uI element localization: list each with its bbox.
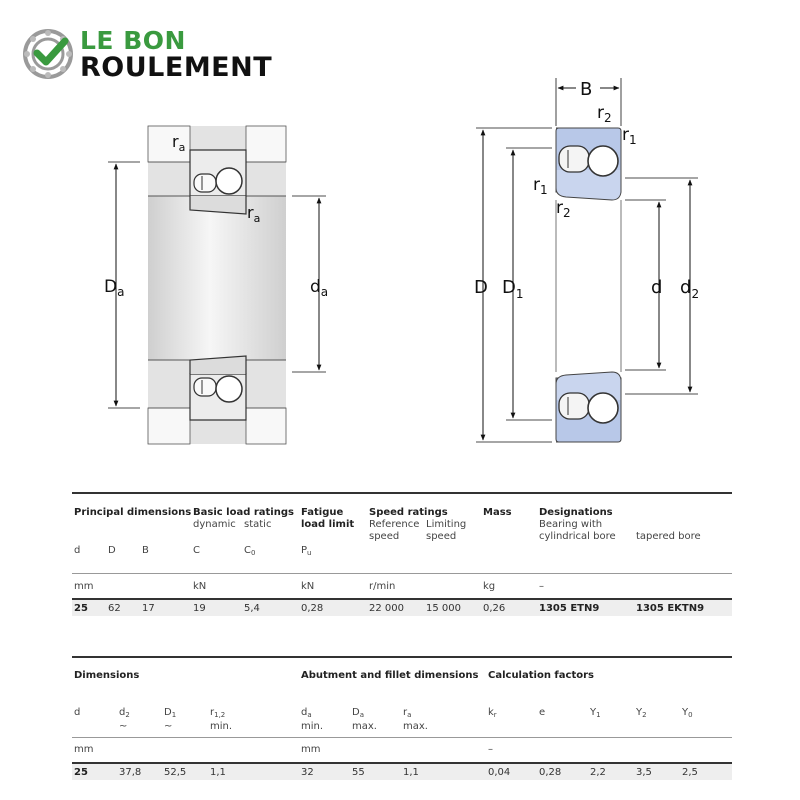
hdr-reference-speed: speed [369, 531, 400, 542]
label-r1-mid: r1 [533, 175, 548, 197]
label-ra-top: ra [172, 132, 185, 154]
val2-D1: 52,5 [164, 767, 187, 778]
hdr-calc-factors: Calculation factors [488, 670, 594, 681]
unit-rmin: r/min [369, 581, 396, 592]
sym2-Y0: Y0 [682, 707, 693, 719]
val-designation-cylindrical: 1305 ETN9 [539, 603, 600, 614]
sym2-d2: d2~ [119, 707, 130, 732]
hdr-mass: Mass [483, 507, 512, 518]
val2-Da: 55 [352, 767, 365, 778]
hdr-limiting: Limiting [426, 519, 467, 530]
hdr-reference: Reference [369, 519, 420, 530]
hdr-cylindrical-bore: cylindrical bore [539, 531, 616, 542]
val-reference-speed: 22 000 [369, 603, 404, 614]
unit-kg: kg [483, 581, 496, 592]
label-D1: D1 [502, 277, 524, 301]
val-B: 17 [142, 603, 155, 614]
val2-Y1: 2,2 [590, 767, 606, 778]
val-designation-tapered: 1305 EKTN9 [636, 603, 705, 614]
bearing-drawing: ra ra Da da [104, 78, 699, 445]
val2-kr: 0,04 [488, 767, 511, 778]
unit-kN-load: kN [193, 581, 207, 592]
hdr-abutment: Abutment and fillet dimensions [301, 670, 479, 681]
val-limiting-speed: 15 000 [426, 603, 461, 614]
sym2-Y2: Y2 [636, 707, 647, 719]
val-Pu: 0,28 [301, 603, 324, 614]
val2-d: 25 [74, 767, 88, 778]
hdr-load-limit: load limit [301, 519, 355, 530]
val-mass: 0,26 [483, 603, 506, 614]
val2-da: 32 [301, 767, 314, 778]
val-C0: 5,4 [244, 603, 260, 614]
unit2-dash: – [488, 744, 493, 755]
sym-B: B [142, 545, 149, 556]
label-d2: d2 [680, 277, 699, 301]
dimensions-table: Dimensions Abutment and fillet dimension… [72, 656, 732, 786]
label-r2-mid: r2 [556, 198, 571, 220]
val2-r12: 1,1 [210, 767, 226, 778]
hdr-fatigue: Fatigue [301, 507, 344, 518]
unit-kN-fatigue: kN [301, 581, 315, 592]
label-d: d [651, 277, 662, 298]
unit2-mm-abut: mm [301, 744, 321, 755]
hdr-designations: Designations [539, 507, 613, 518]
val2-Y0: 2,5 [682, 767, 698, 778]
bearing-check-icon [23, 29, 73, 79]
label-D: D [474, 277, 488, 298]
brand-logo: LE BON ROULEMENT [22, 26, 302, 86]
unit-mm: mm [74, 581, 94, 592]
hdr-principal-dimensions: Principal dimensions [74, 507, 192, 518]
sym2-e: e [539, 707, 546, 718]
hdr-static: static [244, 519, 272, 530]
val-D: 62 [108, 603, 121, 614]
label-r2-top: r2 [597, 103, 612, 125]
hdr-basic-load-ratings: Basic load ratings [193, 507, 294, 518]
sym-d: d [74, 545, 81, 556]
val2-e: 0,28 [539, 767, 562, 778]
val-d: 25 [74, 603, 88, 614]
label-B: B [580, 79, 592, 100]
label-Da: Da [104, 277, 124, 299]
sym2-kr: kr [488, 707, 497, 719]
bearing-section-view [476, 78, 698, 443]
label-da: da [310, 277, 328, 299]
sym-D: D [108, 545, 116, 556]
unit2-mm-dim: mm [74, 744, 94, 755]
hdr-dynamic: dynamic [193, 519, 236, 530]
val2-ra: 1,1 [403, 767, 419, 778]
product-data-table: Principal dimensions Basic load ratings … [72, 492, 732, 622]
sym-C0: C0 [244, 545, 256, 557]
unit-dash: – [539, 581, 544, 592]
sym2-d: d [74, 707, 81, 718]
sym2-D1: D1~ [164, 707, 177, 732]
sym-C: C [193, 545, 200, 556]
val-C: 19 [193, 603, 206, 614]
bearing-drawing-svg: ra ra Da da [104, 78, 699, 445]
sym2-Y1: Y1 [590, 707, 601, 719]
sym-Pu: Pu [301, 545, 312, 557]
mounting-view [108, 125, 326, 445]
hdr-speed-ratings: Speed ratings [369, 507, 448, 518]
label-ra-mid: ra [247, 203, 260, 225]
val2-Y2: 3,5 [636, 767, 652, 778]
val2-d2: 37,8 [119, 767, 142, 778]
hdr-tapered-bore: tapered bore [636, 531, 701, 542]
label-r1-top: r1 [622, 125, 637, 147]
brand-line1: LE BON [80, 26, 186, 55]
hdr-dimensions: Dimensions [74, 670, 140, 681]
brand-line2: ROULEMENT [80, 52, 273, 83]
hdr-limiting-speed: speed [426, 531, 457, 542]
hdr-bearing-with: Bearing with [539, 519, 603, 530]
